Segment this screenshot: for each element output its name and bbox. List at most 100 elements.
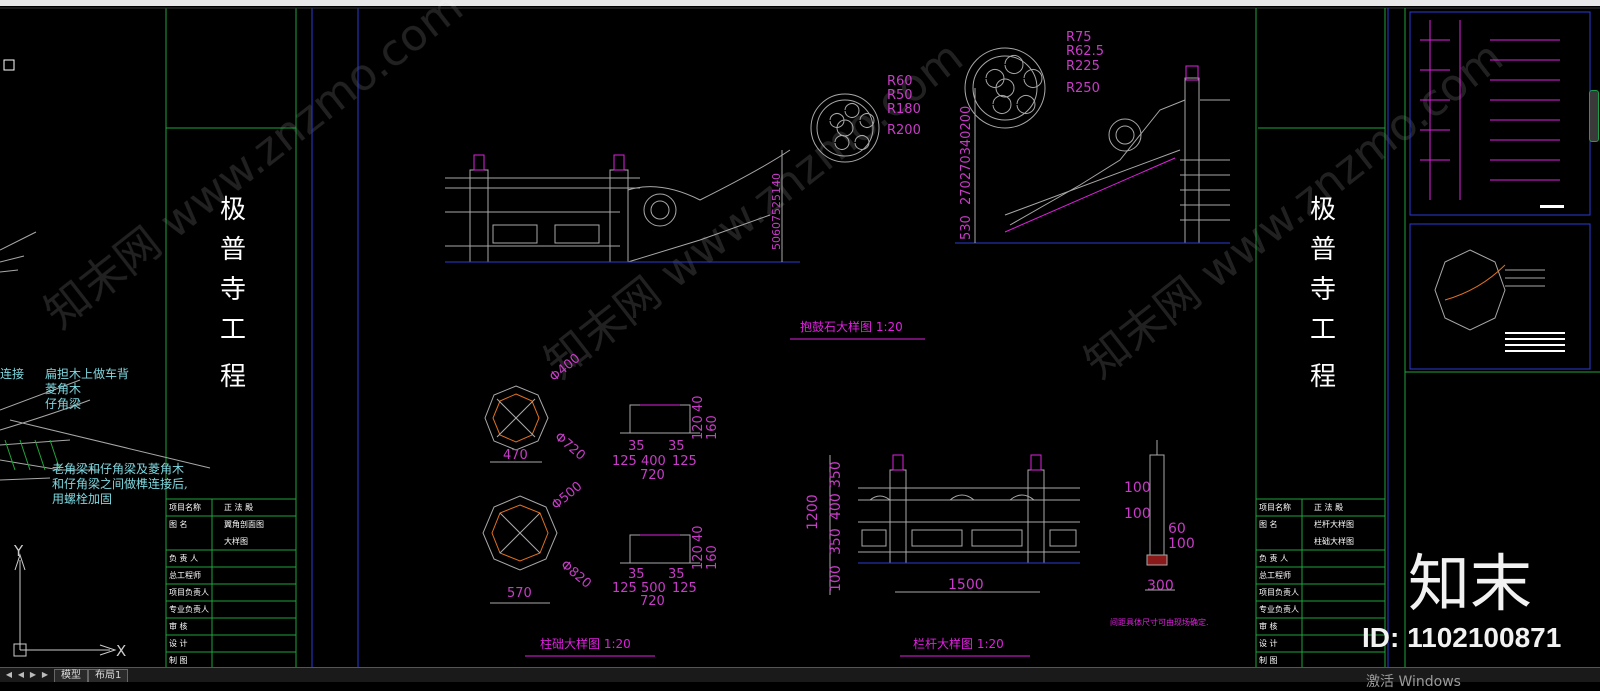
- axis-y-label: Y: [13, 542, 24, 560]
- dim: 35: [628, 567, 645, 582]
- radius-label: R62.5: [1066, 44, 1104, 59]
- titleblock-row: 审 核: [166, 618, 296, 635]
- top-toolbar-strip: [0, 0, 1600, 6]
- watermark-1: 知末网 www.znzmo.com: [35, 0, 472, 339]
- thumbnail-scale-bar: [1540, 205, 1564, 208]
- radius-label: R200: [887, 123, 921, 138]
- titleblock-row: 图 名栏杆大样图: [1256, 516, 1385, 533]
- note-line: 仔角梁: [45, 396, 81, 411]
- title-char: 普: [220, 235, 246, 265]
- titleblock-label: 总工程师: [1259, 571, 1291, 580]
- left-sheet-frame: [0, 7, 1600, 668]
- dim-vertical-baogu: 50607525140: [770, 173, 783, 250]
- dim: 100: [1124, 506, 1151, 522]
- dim: 120: [691, 415, 706, 440]
- dim: 125: [672, 454, 697, 469]
- dim: 400: [828, 493, 844, 520]
- right-sheet-frame: [1255, 8, 1600, 668]
- titleblock-value: 柱础大样图: [1314, 537, 1354, 546]
- title-langan: 栏杆大样图 1:20: [913, 636, 1004, 651]
- dim: 125: [612, 581, 637, 596]
- titleblock-row: 负 责 人: [1256, 550, 1385, 567]
- dim: 350: [828, 461, 844, 488]
- dim: 35: [668, 439, 685, 454]
- baogu-posts-highlight: [445, 154, 800, 263]
- titleblock-value: 正 法 殿: [224, 503, 254, 512]
- dim: 35: [668, 567, 685, 582]
- watermark-id: ID: 1102100871: [1362, 622, 1562, 653]
- brand-text: 知末: [1408, 547, 1532, 620]
- zhuchu-plan-2: [482, 495, 558, 604]
- radius-label: R75: [1066, 30, 1092, 45]
- title-char: 普: [1310, 235, 1336, 265]
- dim: 60: [1168, 521, 1186, 537]
- baogu-right-highlight: [955, 65, 1230, 244]
- titleblock-label: 审 核: [169, 622, 188, 631]
- note-line: 连接: [0, 366, 24, 381]
- note-line: 用螺栓加固: [52, 491, 112, 506]
- titleblock-label: 负 责 人: [1259, 554, 1289, 563]
- tab-last-icon[interactable]: ▶: [41, 670, 49, 679]
- langan-highlight: [858, 454, 1080, 564]
- titleblock-label: 专业负责人: [1259, 605, 1299, 614]
- note-line: 和仔角梁之间做榫连接后,: [52, 476, 188, 491]
- dim: 35: [628, 439, 645, 454]
- dim: 100: [1124, 480, 1151, 496]
- watermark-3: 知末网 www.znzmo.com: [1075, 31, 1512, 388]
- baogu-small-rosette: [810, 93, 880, 163]
- titleblock-label: 制 图: [1259, 656, 1278, 665]
- titleblock-row: 审 核: [1256, 618, 1385, 635]
- cad-cursor-box: [3, 59, 15, 71]
- titleblock-row: 专业负责人: [1256, 601, 1385, 618]
- thumbnail-1-lines: [1420, 20, 1560, 200]
- radius-labels-large: R75 R62.5 R225 R250: [1066, 30, 1104, 96]
- dim: 160: [705, 545, 720, 570]
- title-baogu: 抱鼓石大样图 1:20: [800, 319, 903, 334]
- titleblock-row: 项目名称正 法 殿: [1256, 499, 1385, 516]
- dim-dia-outer: Φ720: [551, 430, 587, 464]
- title-char: 程: [1310, 362, 1336, 392]
- layout-tab-bar: ◀ ◀ ▶ ▶ 模型 布局1: [0, 667, 1600, 682]
- dim: 720: [640, 594, 665, 609]
- titleblock-row: 专业负责人: [166, 601, 296, 618]
- title-char: 寺: [220, 275, 246, 305]
- titleblock-row: 设 计: [166, 635, 296, 652]
- vertical-scrollbar[interactable]: [1589, 90, 1599, 142]
- tab-first-icon[interactable]: ◀: [5, 670, 13, 679]
- titleblock-value: 正 法 殿: [1314, 503, 1344, 512]
- title-zhuchu: 柱础大样图 1:20: [540, 636, 631, 651]
- project-title-right: 极 普 寺 工 程: [1310, 195, 1336, 392]
- tab-next-icon[interactable]: ▶: [29, 670, 37, 679]
- titleblock-label: 项目负责人: [169, 588, 209, 597]
- title-char: 程: [220, 362, 246, 392]
- dim-width: 570: [507, 586, 532, 601]
- thumbnail-2-notes: [1505, 332, 1565, 352]
- tab-model[interactable]: 模型: [54, 669, 88, 682]
- titleblock-row: 项目负责人: [1256, 584, 1385, 601]
- note-line: 老角梁和仔角梁及菱角木: [52, 461, 184, 476]
- titleblock-row: 项目负责人: [166, 584, 296, 601]
- titleblock-label: 项目负责人: [1259, 588, 1299, 597]
- langan-dims: 1200 350 400 350 100 1500: [805, 461, 984, 593]
- titleblock-value: 栏杆大样图: [1314, 520, 1354, 529]
- dim-width: 1500: [948, 577, 984, 593]
- axis-x-label: X: [116, 642, 126, 660]
- titleblock-label: 设 计: [1259, 639, 1278, 648]
- tab-prev-icon[interactable]: ◀: [17, 670, 25, 679]
- titleblock-row: 大样图: [166, 533, 296, 550]
- dim: 500: [641, 581, 666, 596]
- zhuchu-1-labels: Φ400 Φ720 470: [503, 351, 588, 464]
- title-char: 工: [1310, 315, 1336, 345]
- brand-watermark: 知末: [1408, 547, 1532, 620]
- titleblock-value: 大样图: [224, 537, 248, 546]
- tab-layout1[interactable]: 布局1: [88, 669, 129, 682]
- title-char: 工: [220, 315, 246, 345]
- radius-label: R180: [887, 102, 921, 117]
- titleblock-row: 制 图: [1256, 652, 1385, 669]
- zhuchu-2-dims: 35 35 125 500 125 720 40 120 160: [612, 525, 720, 609]
- titleblock-row: 项目名称正 法 殿: [166, 499, 296, 516]
- dim: 100: [828, 565, 844, 592]
- railing-section: [1145, 440, 1175, 591]
- radius-label: R50: [887, 88, 913, 103]
